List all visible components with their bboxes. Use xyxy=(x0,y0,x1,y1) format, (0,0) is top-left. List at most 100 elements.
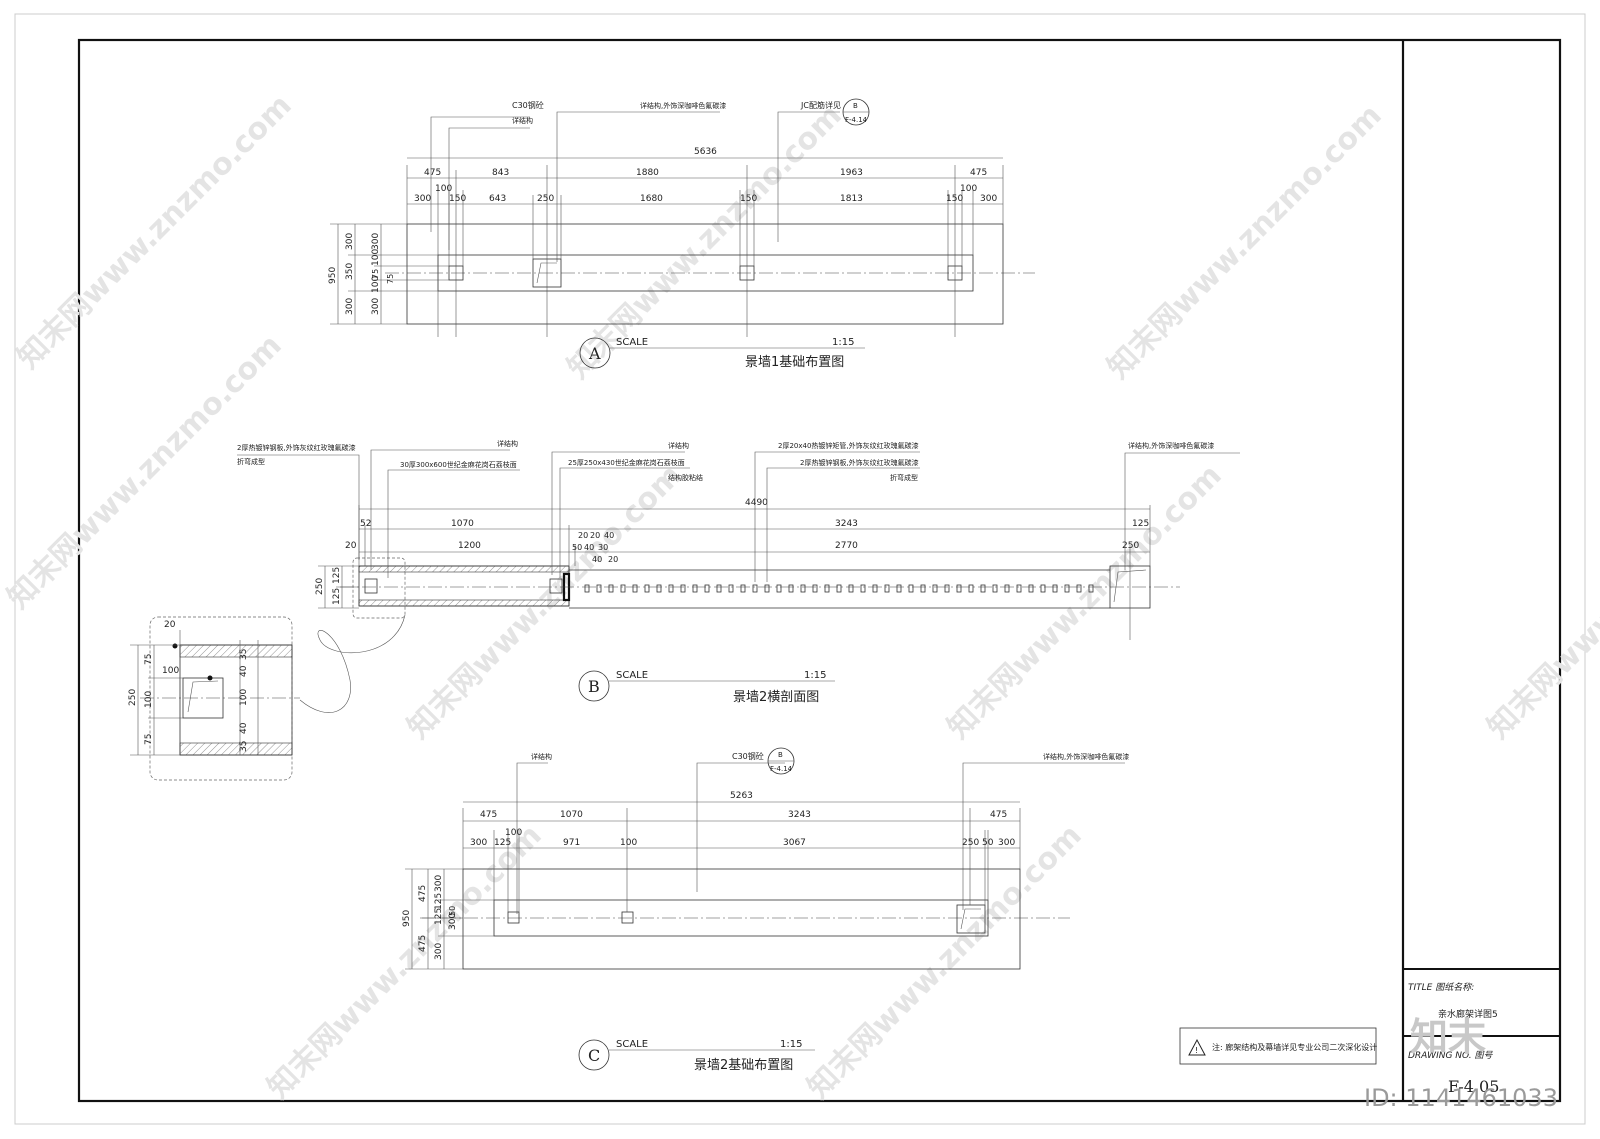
callout-bent: 折弯成型 xyxy=(237,457,265,466)
dim: 2770 xyxy=(835,541,858,551)
dim: 475 xyxy=(424,168,441,178)
dim: 150 xyxy=(449,194,466,204)
scale-value: 1:15 xyxy=(832,337,854,348)
dim: 843 xyxy=(492,168,509,178)
callout-structure: 详结构 xyxy=(531,752,552,761)
view-label: C xyxy=(588,1046,600,1065)
callout-plate: 2厚热镀锌钢板,外饰灰纹红玫瑰氟碳漆 xyxy=(800,458,919,467)
dim: 75 xyxy=(144,734,154,745)
view-b-section: 4490 52 1070 3243 125 20 1200 2770 250 2… xyxy=(128,439,1240,781)
dim: 3243 xyxy=(788,810,811,820)
watermark-text: 知末网www.znzmo.com xyxy=(261,818,549,1106)
title-value: 亲水廊架详图5 xyxy=(1438,1008,1498,1020)
dim: 20 xyxy=(164,620,176,630)
view-title: 景墙2基础布置图 xyxy=(694,1058,793,1073)
post xyxy=(507,911,520,924)
dim: 250 xyxy=(962,838,979,848)
dim: 250 xyxy=(537,194,554,204)
dim: 125 xyxy=(332,588,342,605)
outer-frame xyxy=(14,13,1586,1125)
dim-total: 5263 xyxy=(730,791,753,801)
dim: 50 xyxy=(572,543,582,552)
view-title: 景墙1基础布置图 xyxy=(745,355,844,370)
dim: 125 xyxy=(332,567,342,584)
dim: 40 xyxy=(604,531,614,540)
callout-glue: 结构胶粘结 xyxy=(668,473,703,482)
view-label-bubble xyxy=(579,337,611,369)
dim: 475 xyxy=(418,935,428,952)
dim: 1070 xyxy=(560,810,583,820)
dim: 950 xyxy=(402,910,412,927)
post xyxy=(621,911,634,924)
post xyxy=(549,578,563,594)
drawing-no-label: DRAWING NO. 图号 xyxy=(1408,1050,1493,1061)
callout-structure: 详结构 xyxy=(497,439,518,448)
dim: 300 xyxy=(470,838,487,848)
dim: 3243 xyxy=(835,519,858,529)
dim: 300 xyxy=(345,298,355,315)
ref-letter: B xyxy=(778,751,783,759)
drawing-no-value: F-4.05 xyxy=(1448,1077,1499,1096)
dim: 100 xyxy=(144,691,154,708)
dim: 300 xyxy=(414,194,431,204)
dim: 40 xyxy=(239,665,249,677)
dim: 30 xyxy=(598,543,608,552)
view-label-bubble xyxy=(578,670,610,702)
dim: 75 xyxy=(144,654,154,665)
view-label-bubble xyxy=(578,1039,610,1071)
dim: 300 xyxy=(371,233,381,250)
dim: 250 xyxy=(315,578,325,595)
dim: 250 xyxy=(128,689,138,706)
title-block: TITLE 图纸名称: 亲水廊架详图5 DRAWING NO. 图号 F-4.0… xyxy=(1403,968,1560,1096)
dim: 100 xyxy=(620,838,637,848)
dim: 250 xyxy=(1122,541,1139,551)
dim: 1070 xyxy=(451,519,474,529)
dim: 100 xyxy=(505,828,522,838)
dim: 100 xyxy=(960,184,977,194)
dim: 475 xyxy=(418,885,428,902)
view-title: 景墙2横剖面图 xyxy=(733,690,819,705)
dim: 1680 xyxy=(640,194,663,204)
dim: 475 xyxy=(990,810,1007,820)
dim: 300 xyxy=(980,194,997,204)
watermark-text: 知末网www.znzmo.com xyxy=(941,458,1229,746)
dim: 100 xyxy=(371,249,381,266)
note-box: ! 注: 廊架结构及幕墙详见专业公司二次深化设计 xyxy=(1179,1027,1377,1065)
dim: 40 xyxy=(592,555,602,564)
dim: 1880 xyxy=(636,168,659,178)
scale-label: SCALE xyxy=(616,337,648,348)
watermark-text: 知末网www.znzmo.com xyxy=(1,328,289,616)
callout-granite-430: 25厚250x430世纪金麻花岗石荔枝面 xyxy=(568,458,685,467)
watermark-logo: 知末 xyxy=(1410,1015,1486,1059)
watermark-text: 知末网www.znzmo.com xyxy=(1481,458,1600,746)
callout-granite-600: 30厚300x600世纪金麻花岗石荔枝面 xyxy=(400,460,517,469)
dim: 300 xyxy=(371,298,381,315)
watermark-id: ID: 1141461033 xyxy=(1364,1084,1558,1112)
dim: 950 xyxy=(328,267,338,284)
dim: 1963 xyxy=(840,168,863,178)
dim: 100 xyxy=(371,276,381,293)
dim: 100 xyxy=(435,184,452,194)
dim: 20 xyxy=(590,531,600,540)
dim: 35 xyxy=(239,649,249,660)
dim: 643 xyxy=(489,194,506,204)
dim: 1200 xyxy=(458,541,481,551)
dim: 125 xyxy=(494,838,511,848)
dim: 125 xyxy=(434,908,444,925)
dim: 1813 xyxy=(840,194,863,204)
enlarged-detail: 20 35 40 100 40 35 75 100 75 250 100 xyxy=(128,616,300,781)
dim: 100 xyxy=(239,689,249,706)
watermark-text: 知末网www.znzmo.com xyxy=(11,88,299,376)
ref-letter: B xyxy=(853,102,858,110)
dim: 300 xyxy=(434,943,444,960)
detail-marker xyxy=(352,557,406,619)
dim: 475 xyxy=(480,810,497,820)
dim-total: 4490 xyxy=(745,498,768,508)
scale-value: 1:15 xyxy=(804,670,826,681)
dim: 475 xyxy=(970,168,987,178)
view-label: B xyxy=(588,677,600,696)
dim: 52 xyxy=(360,519,371,529)
callout-c30: C30钢砼 xyxy=(732,751,764,761)
callout-structure: 详结构 xyxy=(512,116,533,125)
dim: 300 xyxy=(998,838,1015,848)
